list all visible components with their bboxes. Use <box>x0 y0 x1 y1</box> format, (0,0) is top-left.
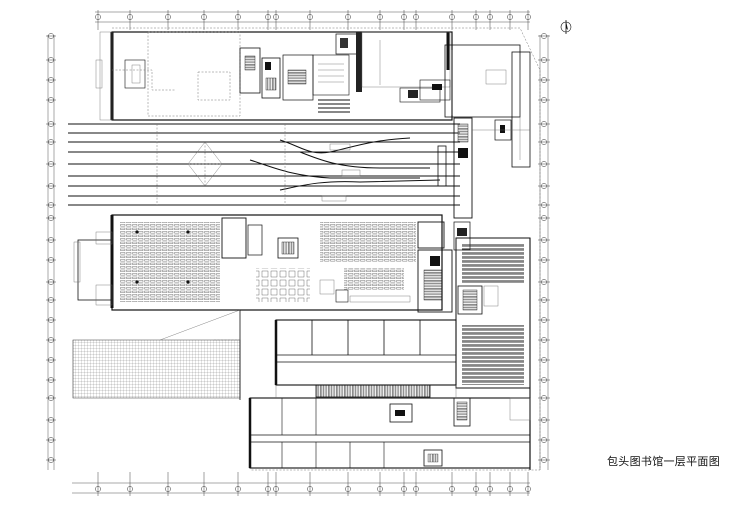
axis-bubble <box>48 215 54 221</box>
axis-bubble <box>541 377 547 383</box>
axis-bubble <box>345 14 351 20</box>
axis-bubble <box>95 486 101 492</box>
axis-bubble <box>541 237 547 243</box>
axis-bubble <box>48 377 54 383</box>
axis-bubble <box>507 486 513 492</box>
axis-bubble <box>48 417 54 423</box>
axis-bubble <box>507 14 513 20</box>
axis-bubble <box>273 14 279 20</box>
left-dimension-chain <box>47 35 55 470</box>
axis-bubble <box>307 486 313 492</box>
axis-bubble <box>127 14 133 20</box>
axis-bubble <box>345 486 351 492</box>
book-stacks <box>455 237 531 470</box>
axis-bubble <box>377 486 383 492</box>
axis-bubble <box>48 139 54 145</box>
axis-bubble <box>265 486 271 492</box>
axis-bubble <box>377 14 383 20</box>
axis-bubble <box>48 317 54 323</box>
bottom-dimension-chain <box>72 482 530 494</box>
axis-bubble <box>541 215 547 221</box>
axis-bubble <box>541 317 547 323</box>
axis-bubble <box>235 14 241 20</box>
drawing-caption: 包头图书馆一层平面图 <box>607 455 720 468</box>
axis-bubble <box>48 279 54 285</box>
main-reading-hall <box>73 214 471 313</box>
axis-bubble <box>48 57 54 63</box>
axis-bubble <box>48 395 54 401</box>
axis-bubble <box>541 457 547 463</box>
axis-bubble <box>401 14 407 20</box>
axis-bubble <box>541 337 547 343</box>
axis-bubble <box>48 33 54 39</box>
axis-bubble <box>541 297 547 303</box>
axis-bubble <box>473 14 479 20</box>
axis-bubble <box>401 486 407 492</box>
axis-bubble <box>487 14 493 20</box>
axis-bubble <box>127 486 133 492</box>
axis-bubble <box>541 183 547 189</box>
axis-bubble <box>48 457 54 463</box>
axis-bubble <box>413 486 419 492</box>
transit-corridor <box>68 117 530 219</box>
axis-bubble <box>307 14 313 20</box>
axis-bubble <box>48 337 54 343</box>
axis-bubble <box>48 257 54 263</box>
axis-bubble <box>413 14 419 20</box>
axis-bubble <box>48 161 54 167</box>
axis-bubble <box>541 357 547 363</box>
axis-bubble <box>48 121 54 127</box>
axis-bubble <box>541 139 547 145</box>
axis-bubbles <box>48 14 547 492</box>
axis-bubble <box>48 237 54 243</box>
axis-bubble <box>541 121 547 127</box>
axis-bubble <box>273 486 279 492</box>
axis-bubble <box>48 297 54 303</box>
top-dimension-chain <box>95 11 530 23</box>
axis-bubble <box>487 486 493 492</box>
axis-bubble <box>541 257 547 263</box>
axis-bubble <box>48 77 54 83</box>
north-wing <box>95 31 531 168</box>
axis-bubble <box>541 395 547 401</box>
axis-bubble <box>541 97 547 103</box>
axis-bubble <box>48 437 54 443</box>
axis-bubble <box>541 202 547 208</box>
axis-bubble <box>165 14 171 20</box>
axis-bubble <box>541 33 547 39</box>
axis-bubble <box>541 161 547 167</box>
axis-bubble <box>265 14 271 20</box>
axis-bubble <box>525 14 531 20</box>
axis-bubble <box>201 486 207 492</box>
axis-bubble <box>449 486 455 492</box>
axis-bubble <box>48 357 54 363</box>
axis-bubble <box>48 202 54 208</box>
axis-bubble <box>95 14 101 20</box>
axis-bubble <box>48 97 54 103</box>
axis-bubble <box>541 57 547 63</box>
hatched-plaza <box>72 309 241 400</box>
axis-bubble <box>525 486 531 492</box>
north-arrow-icon <box>560 20 572 34</box>
office-block <box>214 319 531 469</box>
axis-bubble <box>449 14 455 20</box>
axis-bubble <box>541 77 547 83</box>
axis-bubble <box>473 486 479 492</box>
axis-bubble <box>235 486 241 492</box>
axis-bubble <box>48 183 54 189</box>
axis-bubble <box>541 437 547 443</box>
axis-bubble <box>165 486 171 492</box>
axis-bubble <box>541 417 547 423</box>
axis-bubble <box>541 279 547 285</box>
axis-bubble <box>201 14 207 20</box>
